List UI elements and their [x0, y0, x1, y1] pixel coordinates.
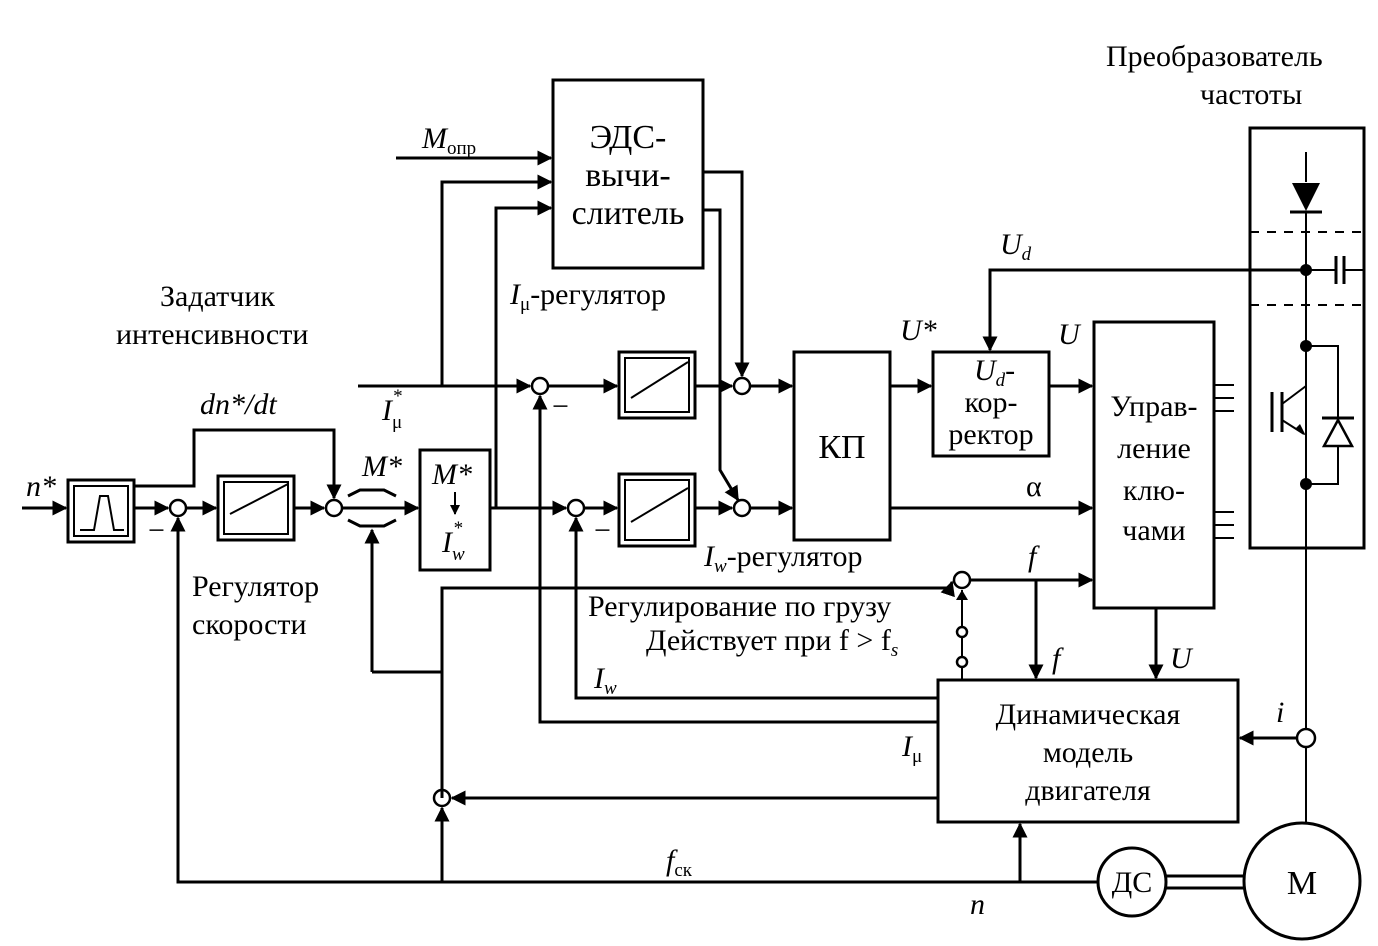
n-label: n [970, 888, 985, 921]
ud-corrector-block [931, 350, 1051, 458]
minus-sign-speed: − [148, 514, 165, 547]
intensity-label-1: Задатчик [160, 280, 275, 313]
model-label-2: модель [1043, 736, 1133, 769]
kp-block [792, 350, 892, 542]
minus-sign-i-mu: − [552, 390, 569, 423]
emf-label-2: вычи- [585, 157, 671, 194]
minus-sign-i-w: − [594, 514, 611, 547]
emf-add-junction-bottom [732, 498, 752, 518]
m-opr-label: Mопр [421, 122, 476, 159]
motor-label: М [1287, 865, 1317, 902]
i-mu-star-label: Iμ* [381, 386, 402, 433]
motor-circle [1242, 821, 1362, 941]
emf-label-3: слитель [572, 195, 685, 232]
current-sensor-loop [1295, 727, 1317, 749]
i-w-regulator-block [617, 472, 697, 548]
ud-corrector-label-2: кор- [964, 386, 1017, 419]
i-w-regulator-label: Iw-регулятор [703, 540, 862, 577]
u-label-down: U [1170, 642, 1194, 675]
speed-regulator-label-1: Регулятор [192, 570, 319, 603]
ramp-block [66, 478, 136, 544]
u-label: U [1058, 318, 1082, 351]
i-mu-regulator-block [617, 350, 697, 420]
keys-label-4: чами [1122, 514, 1185, 547]
emf-calculator-block [551, 78, 705, 270]
ud-label: Ud [1000, 228, 1032, 265]
emf-label-1: ЭДС- [590, 119, 667, 156]
n-star-label: n* [26, 470, 56, 503]
kp-label: КП [818, 429, 865, 466]
i-w-feedback-label: Iw [593, 662, 617, 699]
intensity-label-2: интенсивности [116, 318, 308, 351]
i-w-sum-junction [566, 498, 586, 518]
frequency-converter-block [1248, 126, 1366, 550]
model-label-1: Динамическая [996, 698, 1181, 731]
converter-title-line-1: Преобразователь [1106, 40, 1323, 73]
model-label-3: двигателя [1025, 774, 1151, 807]
keys-label-2: ление [1117, 432, 1191, 465]
f-label-right: f [1028, 540, 1040, 573]
load-regulation-label: Регулирование по грузу [588, 590, 891, 623]
speed-regulator-block [216, 474, 296, 542]
switch-contact-2 [955, 655, 969, 669]
converter-title-line-2: частоты [1200, 78, 1302, 111]
i-mu-sum-junction [530, 376, 550, 396]
torque-sum-junction [324, 498, 344, 518]
i-mu-regulator-label: Iμ-регулятор [509, 278, 666, 315]
frequency-sum-junction [952, 570, 972, 590]
speed-sum-junction [168, 498, 188, 518]
keys-label-1: Управ- [1110, 390, 1197, 423]
conv-block-bottom-label: Iw* [441, 518, 465, 565]
ud-corrector-label-3: ректор [948, 418, 1033, 451]
f-label-down: f [1052, 642, 1064, 675]
motor-model-block [936, 678, 1240, 824]
emf-add-junction-top [732, 376, 752, 396]
acts-when-label: Действует при f > fs [646, 624, 898, 661]
current-i-label: i [1276, 696, 1284, 729]
ud-corrector-label-1: Ud- [974, 354, 1015, 391]
signal-lines [22, 150, 1307, 884]
u-star-label: U* [900, 314, 937, 347]
speed-regulator-label-2: скорости [192, 608, 307, 641]
alpha-label: α [1026, 470, 1042, 503]
switch-contact-1 [955, 625, 969, 639]
key-control-block [1092, 320, 1234, 610]
dn-dt-label: dn*/dt [200, 388, 277, 421]
keys-label-3: клю- [1123, 474, 1185, 507]
conv-block-top-label: M* [431, 458, 472, 491]
ds-label: ДС [1112, 866, 1152, 899]
i-mu-feedback-label: Iμ [901, 730, 922, 767]
m-star-label: M* [361, 450, 402, 483]
f-sk-label: fск [666, 844, 693, 881]
